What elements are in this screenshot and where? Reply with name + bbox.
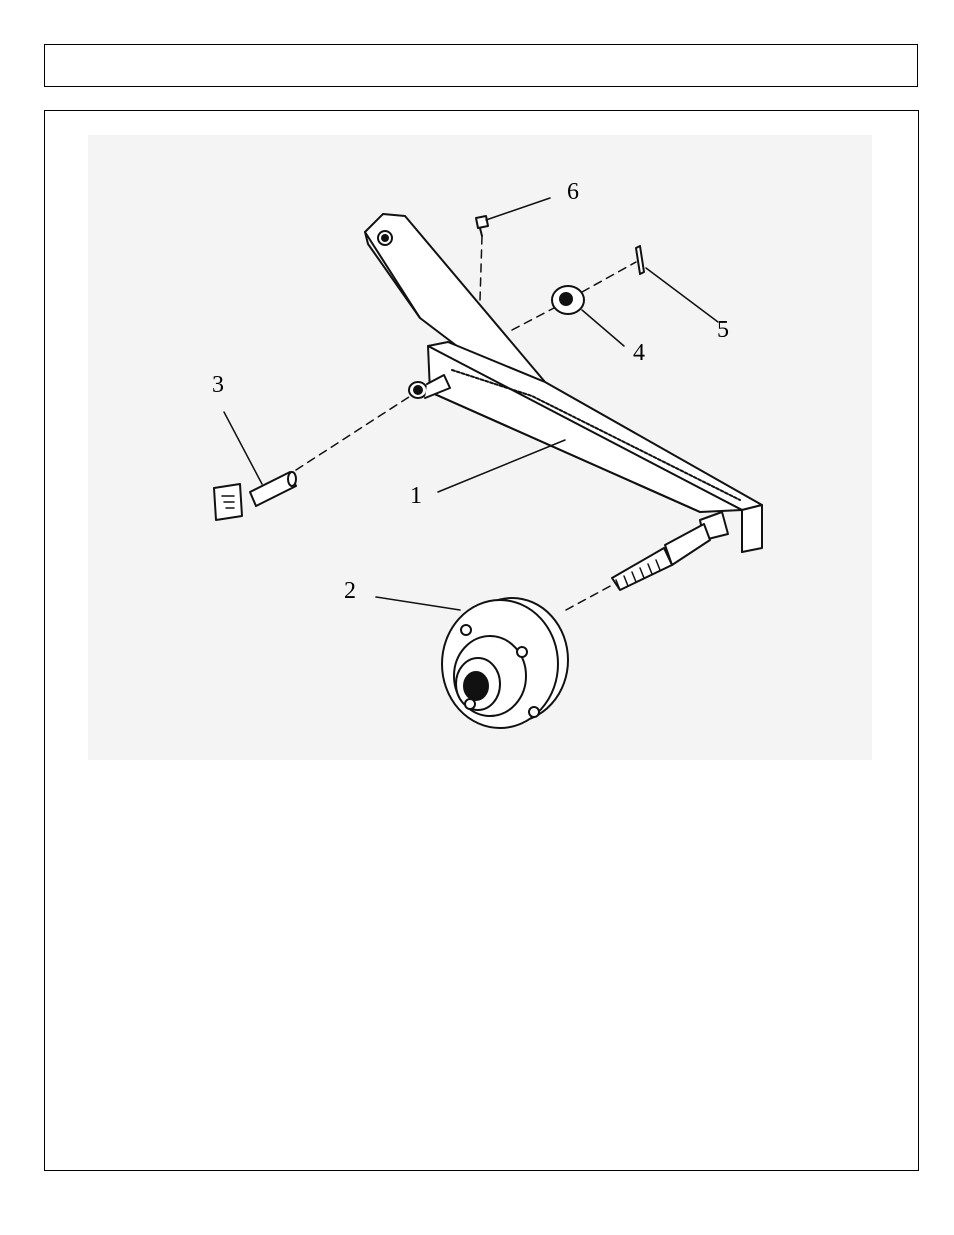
callout-4: 4 xyxy=(633,340,645,366)
washer xyxy=(552,286,584,314)
frame-arm xyxy=(365,214,762,552)
hub xyxy=(442,598,568,728)
callout-6: 6 xyxy=(567,179,579,205)
callout-1: 1 xyxy=(410,483,422,509)
callout-3: 3 xyxy=(212,372,224,398)
callout-5: 5 xyxy=(717,317,729,343)
pin xyxy=(214,472,296,520)
grease-fitting xyxy=(476,216,488,236)
callout-2: 2 xyxy=(344,578,356,604)
spindle-shaft xyxy=(612,512,728,590)
cotter-pin xyxy=(636,246,644,274)
